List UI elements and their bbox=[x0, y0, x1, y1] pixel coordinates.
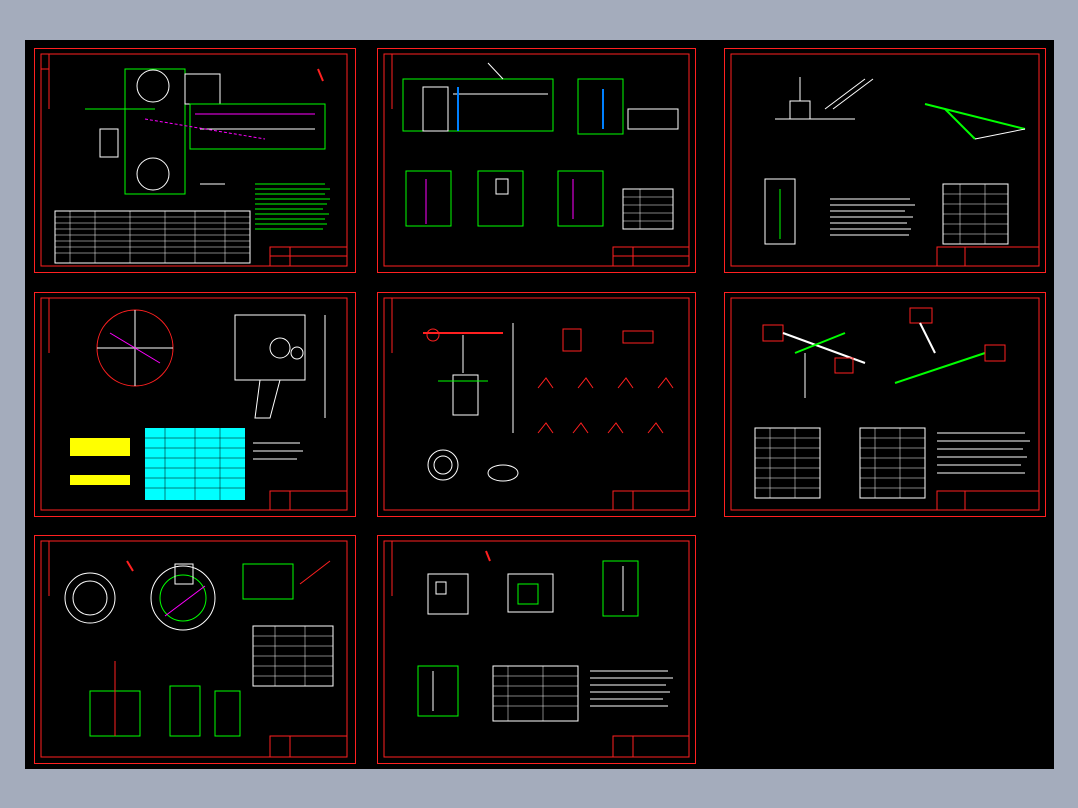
drawing-sheet-structural-details[interactable] bbox=[377, 292, 696, 517]
drawing-sheet-circular-tank[interactable] bbox=[34, 292, 356, 517]
cad-canvas[interactable] bbox=[25, 40, 1054, 769]
drawing-sheet-site-plan[interactable] bbox=[34, 48, 356, 273]
drawing-sheet-pipeline-isometric[interactable] bbox=[724, 48, 1046, 273]
drawing-sheet-small-chambers[interactable] bbox=[377, 535, 696, 764]
drawing-sheet-pipe-isometrics[interactable] bbox=[724, 292, 1046, 517]
drawing-sheet-round-chambers[interactable] bbox=[34, 535, 356, 764]
drawing-sheet-pump-sections[interactable] bbox=[377, 48, 696, 273]
